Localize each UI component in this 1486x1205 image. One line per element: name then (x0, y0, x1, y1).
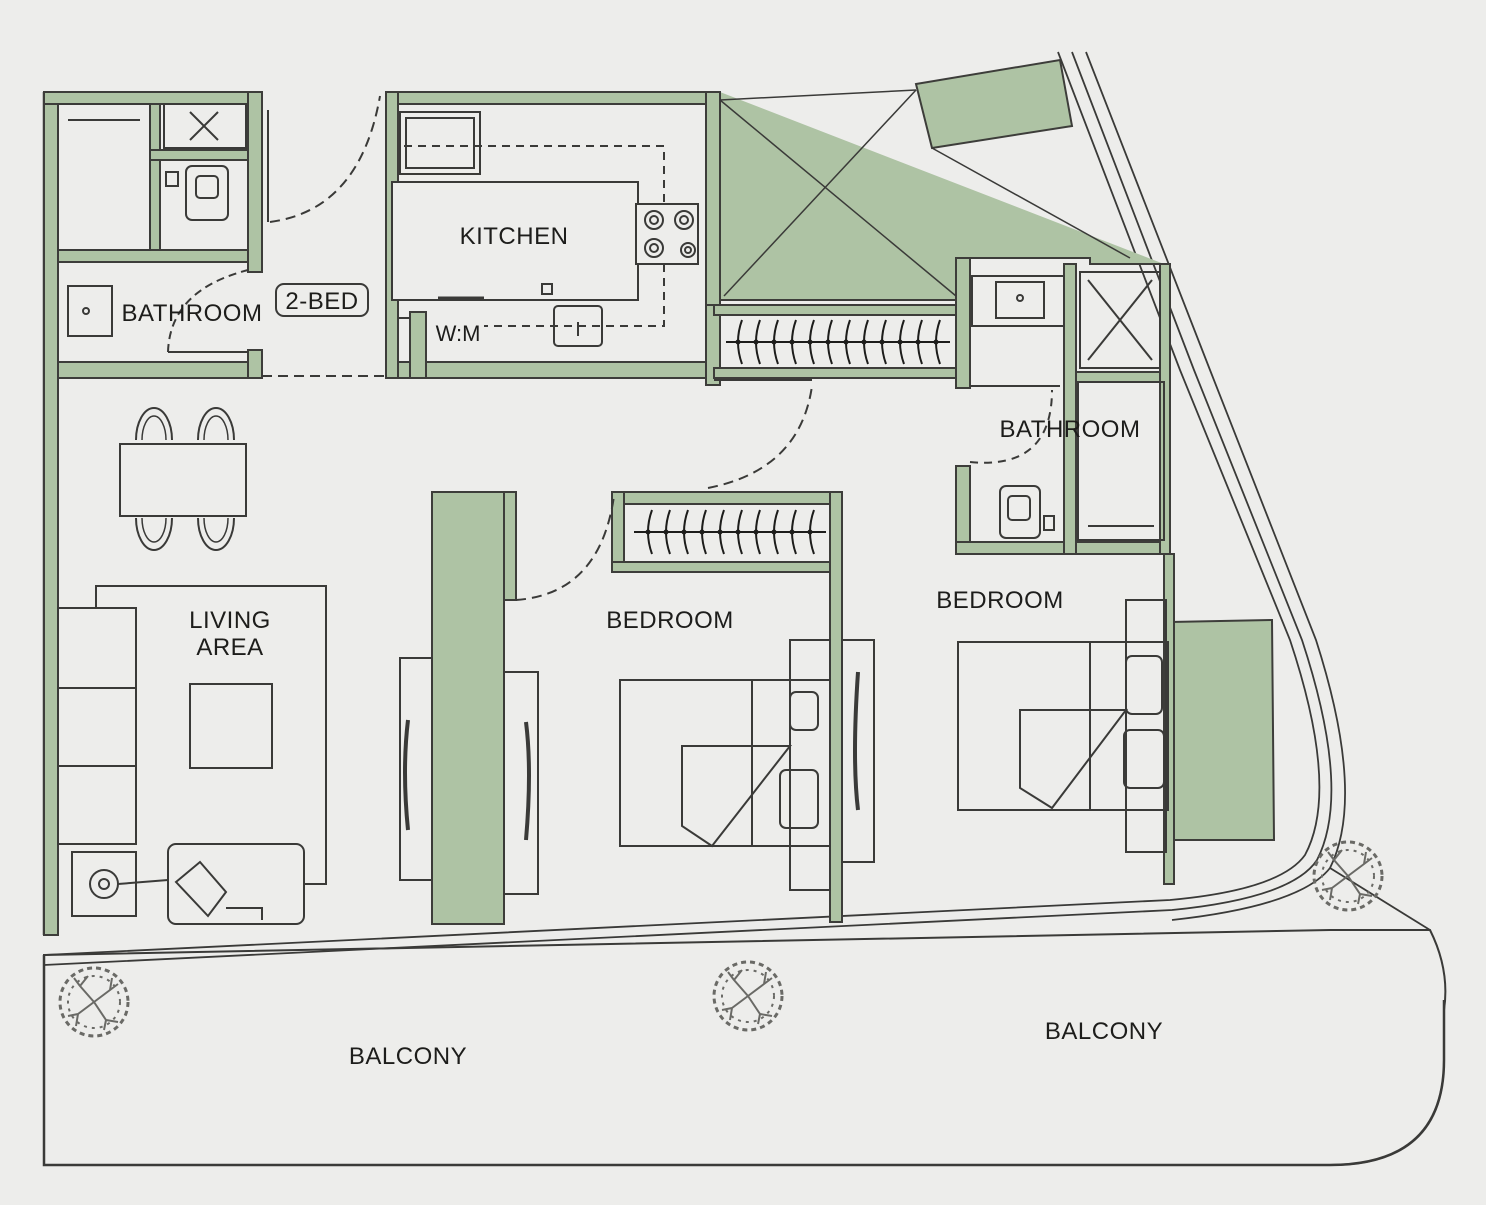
hanger-hook (699, 529, 705, 535)
hanger-hook (861, 339, 867, 345)
bed-center (619, 639, 831, 891)
hanger-hook (843, 339, 849, 345)
walls (43, 58, 1276, 936)
hanger-hook (879, 339, 885, 345)
hanger-hook (771, 529, 777, 535)
hanger-hook (807, 339, 813, 345)
balcony-floor (43, 929, 1447, 1166)
living-furniture (57, 585, 327, 925)
hanger-hook (915, 339, 921, 345)
wardrobe-hall-hangers (735, 319, 941, 365)
label-living-line2: AREA (196, 634, 263, 661)
label-kitchen: KITCHEN (460, 223, 569, 250)
dining-set (119, 407, 247, 551)
bed-right (957, 599, 1169, 853)
hanger-hook (753, 529, 759, 535)
label-bathroom-right: BATHROOM (1000, 416, 1141, 443)
hanger-hook (681, 529, 687, 535)
label-unit-tag: 2-BED (285, 288, 358, 315)
left-bathroom-fixtures (57, 103, 249, 353)
label-bathroom-left: BATHROOM (122, 300, 263, 327)
hanger-hook (789, 339, 795, 345)
hanger-hook (771, 339, 777, 345)
door-swings (515, 379, 1060, 601)
hanger-hook (825, 339, 831, 345)
hanger-hook (789, 529, 795, 535)
label-balcony-right: BALCONY (1045, 1018, 1163, 1045)
hanger-hook (645, 529, 651, 535)
label-bedroom-center: BEDROOM (606, 607, 734, 634)
hanger-hook (717, 529, 723, 535)
void-shaft (719, 89, 1131, 297)
label-living-line1: LIVING (189, 607, 271, 634)
right-bathroom-fixtures (971, 271, 1165, 541)
label-washing-machine: W:M (436, 321, 481, 346)
hanger-hook (663, 529, 669, 535)
hanger-hook (807, 529, 813, 535)
hanger-hook (933, 339, 939, 345)
unit-tag-frame (275, 283, 369, 317)
hanger-hook (897, 339, 903, 345)
hanger-hook (735, 529, 741, 535)
door-swing-entry (269, 95, 381, 223)
kitchen-fixtures (391, 111, 699, 363)
wardrobe-bedroom-hangers (645, 509, 815, 555)
tree-icon (1312, 840, 1384, 912)
tv-units (399, 639, 875, 895)
hanger-hook (753, 339, 759, 345)
label-balcony-left: BALCONY (349, 1043, 467, 1070)
hanger-hook (735, 339, 741, 345)
label-bedroom-right: BEDROOM (936, 587, 1064, 614)
